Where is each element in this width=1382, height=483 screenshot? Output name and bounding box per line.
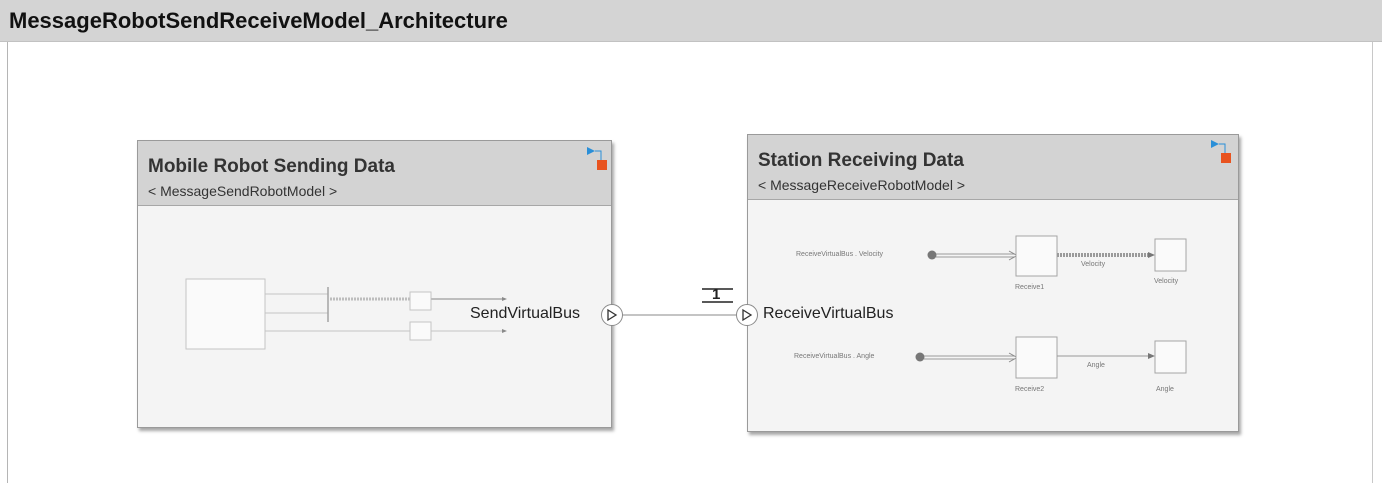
canvas-frame-right (1372, 42, 1373, 483)
signal-label-angle: Angle (1087, 362, 1105, 369)
block-label-receive1: Receive1 (1015, 284, 1045, 291)
component-reference: < MessageSendRobotModel > (148, 183, 338, 199)
port-label-send: SendVirtualBus (470, 305, 580, 322)
connector-label: 1 (712, 286, 721, 303)
component-sender[interactable]: Mobile Robot Sending Data < MessageSendR… (137, 140, 612, 428)
out-port-icon[interactable] (600, 303, 624, 327)
block-label-receive2: Receive2 (1015, 386, 1045, 393)
signal-label-velocity: Velocity (1081, 261, 1106, 268)
outport-label-angle: Angle (1156, 386, 1174, 393)
outport-label-velocity: Velocity (1154, 278, 1179, 285)
diagram-title-bar: MessageRobotSendReceiveModel_Architectur… (0, 0, 1382, 42)
inport-label-velocity: ReceiveVirtualBus . Velocity (796, 251, 884, 258)
component-name: Mobile Robot Sending Data (148, 156, 395, 177)
component-header: Station Receiving Data < MessageReceiveR… (748, 135, 1238, 200)
diagram-title: MessageRobotSendReceiveModel_Architectur… (9, 8, 508, 33)
canvas-frame-left (7, 42, 8, 483)
component-receiver[interactable]: Station Receiving Data < MessageReceiveR… (747, 134, 1239, 432)
stereotype-icon (1211, 140, 1231, 163)
inport-label-angle: ReceiveVirtualBus . Angle (794, 353, 875, 360)
component-header: Mobile Robot Sending Data < MessageSendR… (138, 141, 611, 206)
component-reference: < MessageReceiveRobotModel > (758, 177, 966, 193)
stereotype-icon (587, 147, 607, 170)
component-name: Station Receiving Data (758, 150, 964, 171)
in-port-icon[interactable] (735, 303, 759, 327)
port-label-receive: ReceiveVirtualBus (763, 305, 894, 322)
